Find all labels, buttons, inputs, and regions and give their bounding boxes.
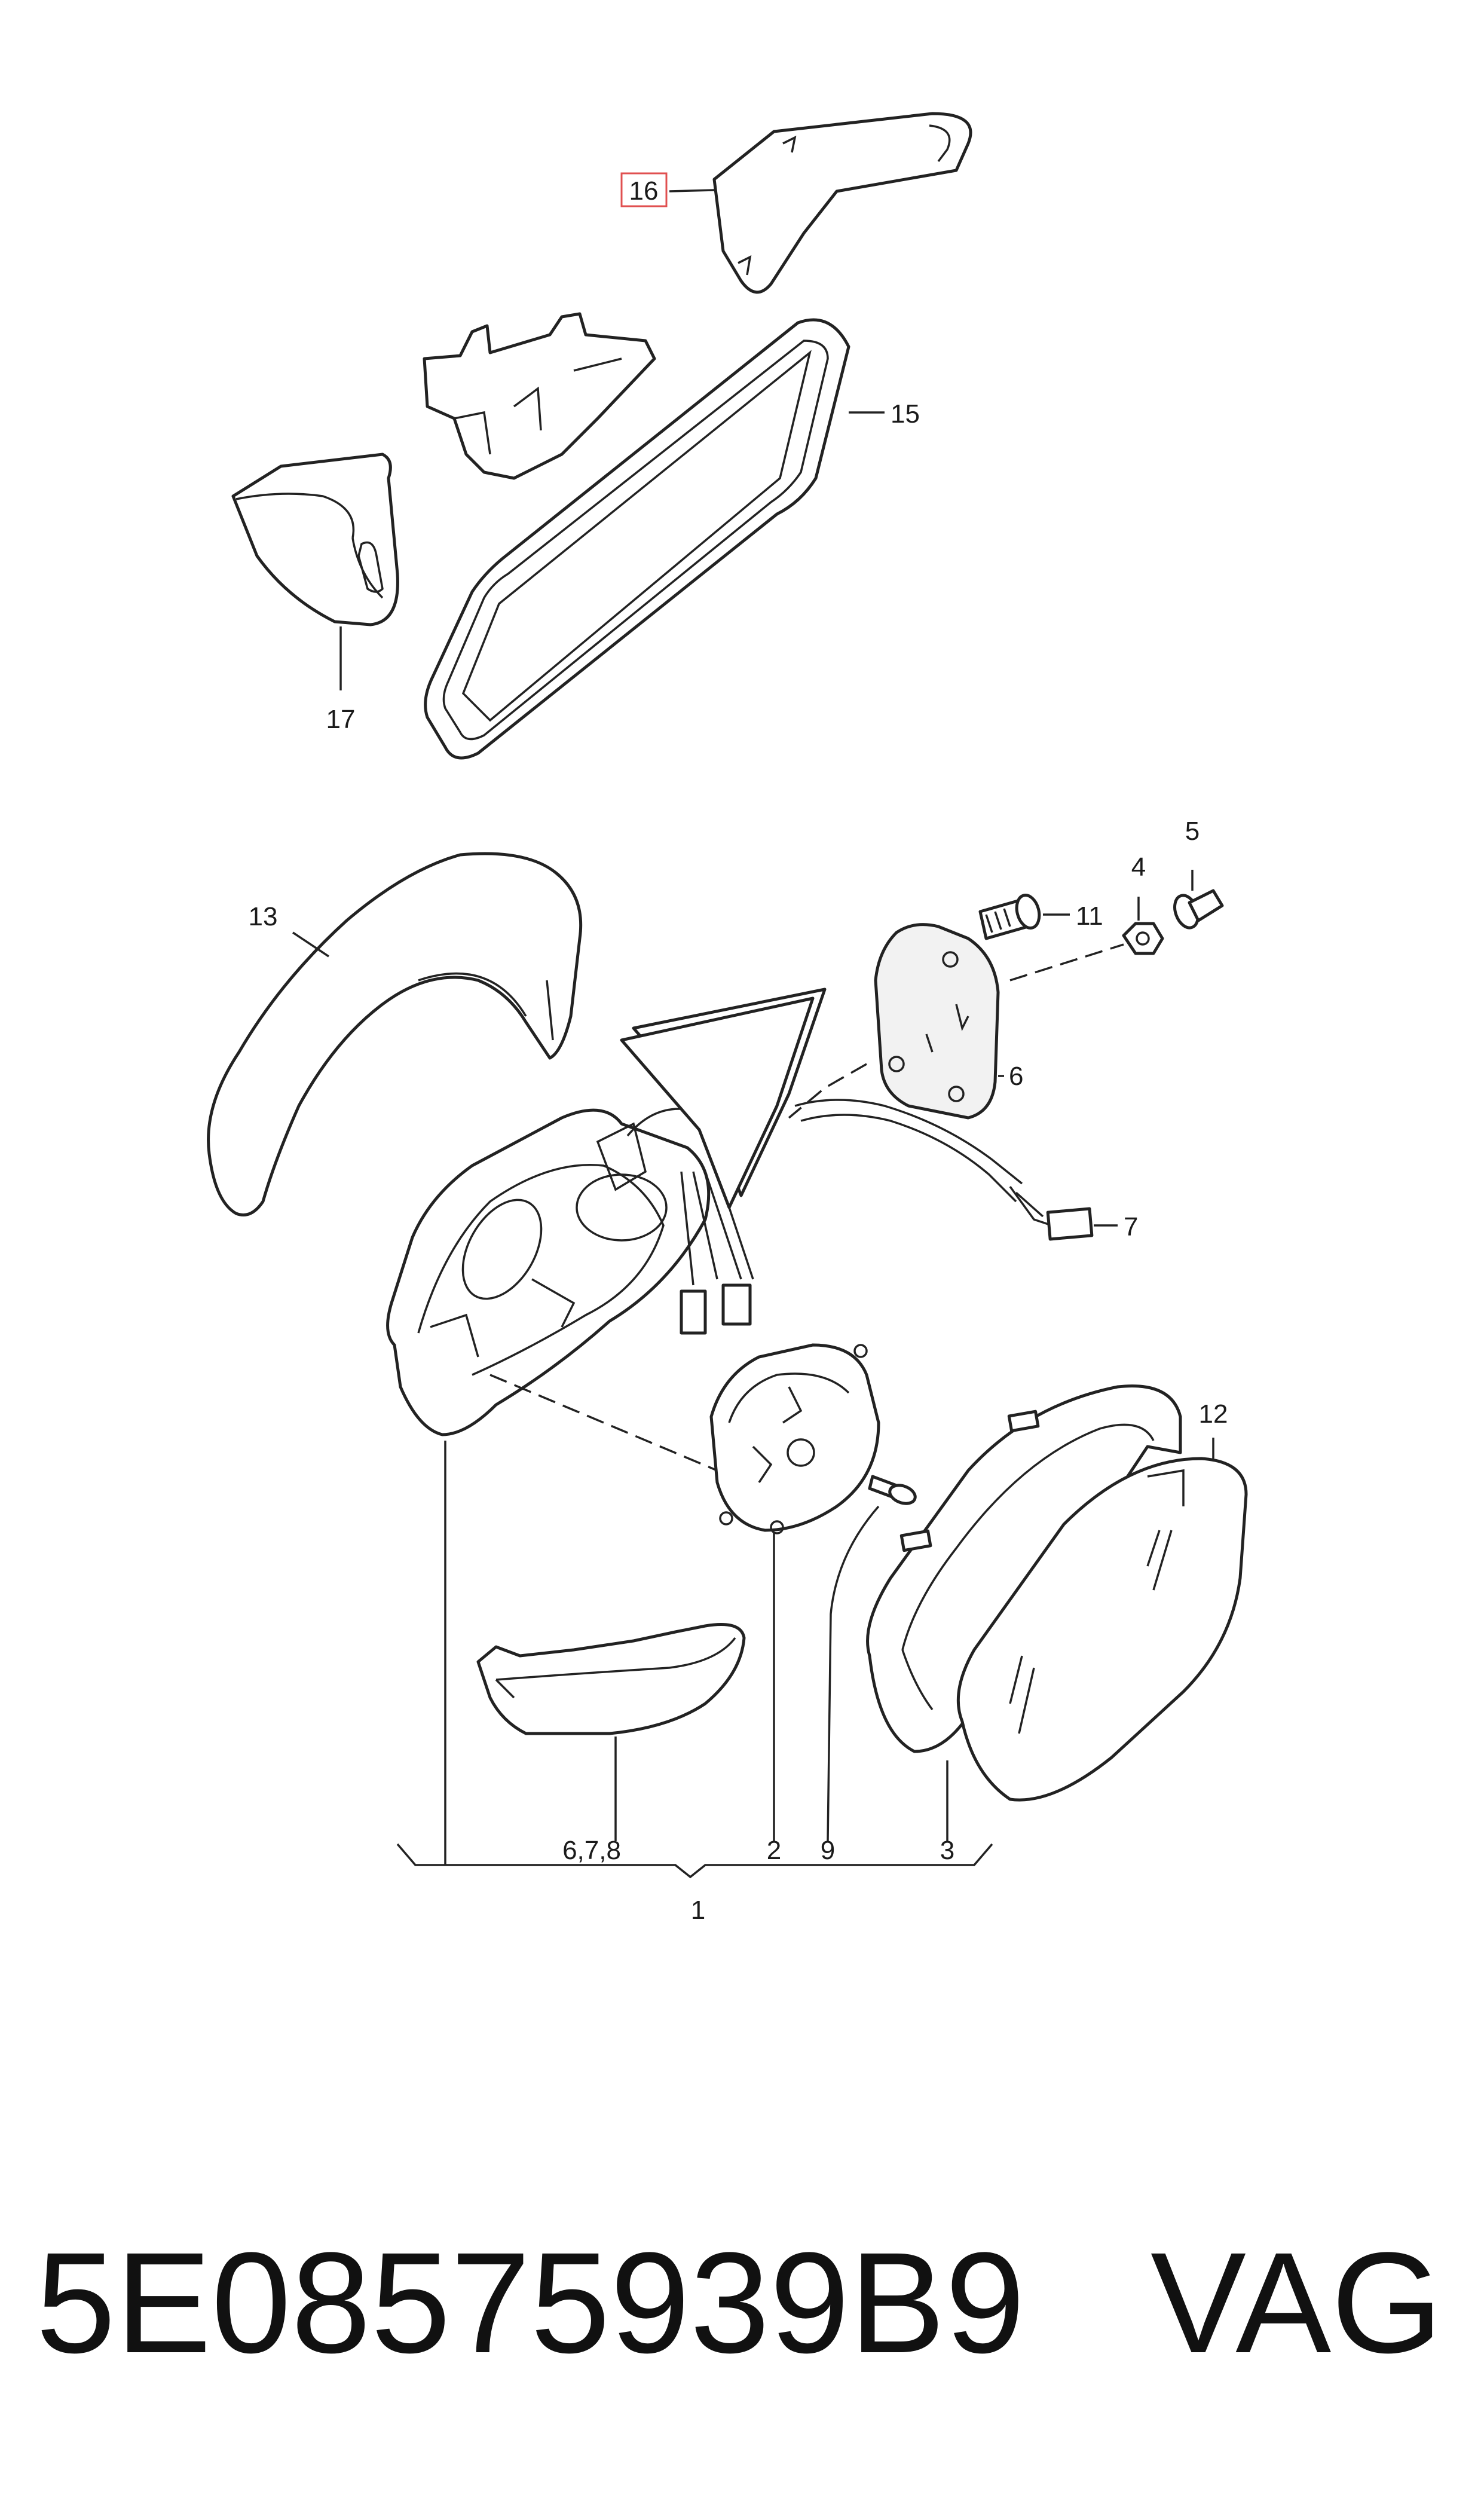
leader-13 [292,931,329,958]
callout-5: 5 [1185,817,1200,846]
gasket-sheets [620,988,1023,1209]
callout-11: 11 [1076,901,1103,931]
part-1-base-housing [386,1108,711,1436]
callout-9: 9 [821,1836,835,1865]
callout-12: 12 [1199,1399,1228,1429]
part-4-nut [1122,897,1164,955]
assembly-line-bolt [1009,943,1124,982]
callout-13: 13 [249,902,278,931]
callout-15: 15 [891,399,920,429]
part-15-mirror-frame [424,318,850,760]
part-9-screw [827,1475,917,1842]
part-2-adjust-motor [709,1343,880,1841]
callout-17: 17 [326,705,356,734]
callout-2: 2 [767,1836,781,1865]
callout-3: 3 [940,1836,954,1865]
part-16-trim-cover [712,112,972,294]
callout-16-label: 16 [629,176,659,206]
assembly-bracket [396,1843,993,1879]
part-17-cap [231,453,399,690]
part-number-text: 5E08575939B9 [36,2222,1025,2383]
callout-1: 1 [691,1896,705,1925]
mirror-bracket [423,312,656,480]
callout-6: 6 [1009,1062,1023,1091]
part-6-plate [874,923,1004,1120]
part-11-bolt [978,894,1070,940]
wiring-harness [626,1108,754,1335]
part-678-turn-signal [476,1623,746,1841]
part-5-screw [1173,870,1224,930]
leader-16 [669,189,715,192]
callout-7: 7 [1124,1212,1138,1242]
part-12-mirror-glass [956,1438,1248,1802]
part-7-connector [1009,1185,1118,1241]
brand-text: VAG [1151,2222,1443,2383]
callout-16: 16 [620,172,668,207]
part-13-housing-cover [207,852,583,1216]
assembly-line-plate [788,1063,867,1119]
assembly-line-motor [489,1374,718,1472]
callout-4: 4 [1131,852,1146,882]
part-3-glass-carrier [866,1384,1182,1841]
callout-6-7-8: 6,7,8 [562,1836,621,1865]
